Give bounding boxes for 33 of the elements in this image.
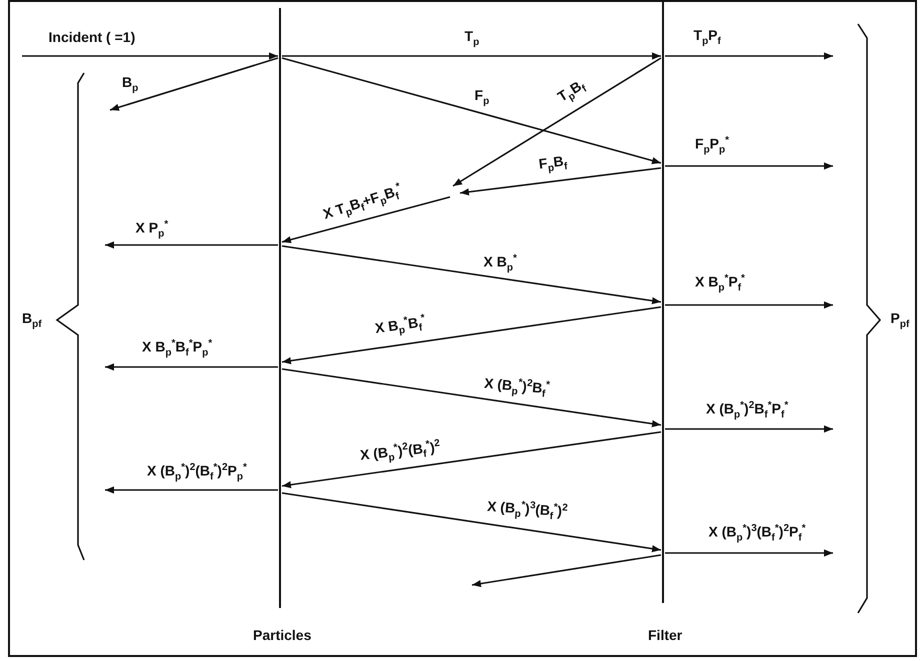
- ray-arrow: [282, 431, 662, 488]
- ray-arrow: [665, 52, 833, 60]
- ray-arrow: [110, 57, 278, 111]
- ray-arrow: [282, 52, 661, 60]
- ray-arrow: [22, 52, 278, 60]
- ray-arrow: [452, 57, 662, 187]
- bracket-label: B$_{pf}$: [22, 310, 42, 330]
- edge-label: T$_{p}$: [464, 28, 480, 48]
- ray-arrow: [282, 57, 662, 164]
- ray-arrow: [282, 245, 662, 304]
- ray-arrow: [665, 301, 833, 309]
- edge-label: Incident ( =1): [48, 30, 136, 45]
- ray-arrow: [460, 167, 662, 196]
- ray-arrow: [472, 554, 662, 588]
- ray-arrow: [665, 162, 833, 170]
- ray-arrow: [105, 241, 278, 249]
- ray-arrow: [105, 363, 278, 371]
- ray-arrow: [665, 425, 833, 433]
- ray-arrow: [282, 196, 450, 244]
- ray-arrow: [105, 486, 278, 494]
- edge-label: F$_{p}$B$_{f}$: [538, 152, 568, 175]
- ray-arrow: [282, 306, 662, 364]
- ray-arrow: [665, 549, 833, 557]
- ray-arrow: [282, 368, 662, 428]
- edge-label: T$_{p}$P$_{f}$: [694, 28, 721, 46]
- edge-label: F$_{p}$: [474, 88, 490, 106]
- ray-arrow: [282, 492, 662, 552]
- layer-label: Filter: [648, 628, 682, 643]
- edge-label: B$_{p}$: [122, 74, 138, 94]
- edge-label: X (B$_{p}$$^{*}$)$^{3}$(B$_{f}$$^{*}$)$^{2}$: [486, 497, 568, 524]
- bracket-label: P$_{pf}$: [890, 310, 910, 330]
- edge-label: X (B$_{p}$$^{*}$)$^{2}$(B$_{f}$$^{*}$)$^{2}$: [358, 438, 441, 466]
- layer-label: Particles: [253, 628, 312, 643]
